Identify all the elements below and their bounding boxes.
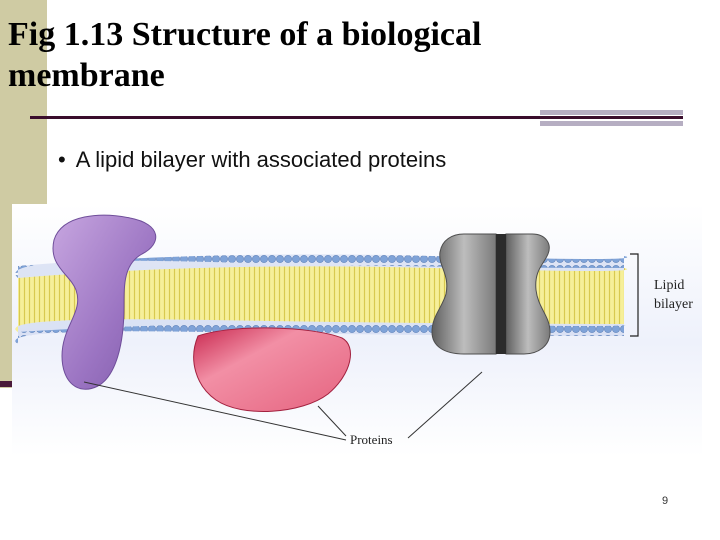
bullet-point: • A lipid bilayer with associated protein… bbox=[58, 147, 446, 173]
bullet-icon: • bbox=[58, 147, 66, 172]
title-divider bbox=[30, 116, 683, 119]
membrane-diagram: Lipid bilayer Proteins bbox=[12, 204, 702, 456]
bilayer-label-line1: Lipid bbox=[654, 278, 684, 293]
protein-pointer-lines bbox=[83, 371, 483, 441]
gray-channel-protein bbox=[431, 233, 551, 355]
bullet-text: A lipid bilayer with associated proteins bbox=[75, 147, 447, 172]
purple-protein bbox=[52, 214, 157, 390]
divider-accent bbox=[540, 110, 683, 127]
slide-title: Fig 1.13 Structure of a biological membr… bbox=[8, 16, 482, 94]
bilayer-bracket bbox=[630, 253, 639, 337]
page-number: 9 bbox=[662, 495, 669, 507]
bilayer-label-line2: bilayer bbox=[654, 297, 693, 312]
proteins-label: Proteins bbox=[350, 432, 393, 447]
pink-protein bbox=[193, 327, 351, 412]
